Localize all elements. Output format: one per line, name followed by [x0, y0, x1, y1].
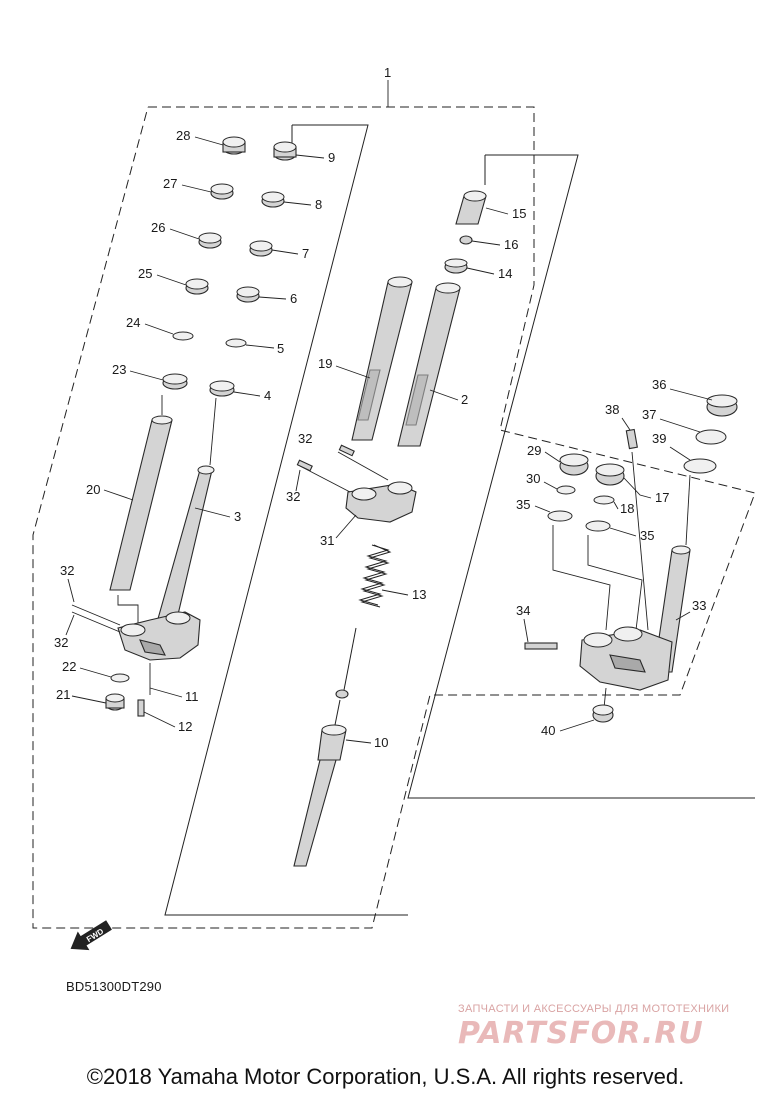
callout-36: 36 [652, 377, 666, 392]
callout-18: 18 [620, 501, 634, 516]
callout-32-left-upper: 32 [60, 563, 74, 578]
callout-15: 15 [512, 206, 526, 221]
left-inner-tubes [109, 395, 217, 641]
callout-40: 40 [541, 723, 555, 738]
callout-6: 6 [290, 291, 297, 306]
callout-9: 9 [328, 150, 335, 165]
callout-32-center-lower: 32 [286, 489, 300, 504]
callouts: 1 2 3 4 5 6 7 8 9 10 11 12 13 14 15 16 1… [54, 65, 713, 750]
damper-rod [293, 627, 357, 867]
assembly-boundaries [32, 80, 756, 929]
callout-24: 24 [126, 315, 140, 330]
watermark: ЗАПЧАСТИ И АКСЕССУАРЫ ДЛЯ МОТОТЕХНИКИ PA… [458, 1003, 758, 1051]
callout-38: 38 [605, 402, 619, 417]
callout-34: 34 [516, 603, 530, 618]
callout-32-left-lower: 32 [54, 635, 68, 650]
callout-25: 25 [138, 266, 152, 281]
center-outer-tubes [351, 276, 461, 447]
callout-17: 17 [655, 490, 669, 505]
callout-27: 27 [163, 176, 177, 191]
callout-20: 20 [86, 482, 100, 497]
callout-7: 7 [302, 246, 309, 261]
callout-1: 1 [384, 65, 391, 80]
callout-19: 19 [318, 356, 332, 371]
callout-10: 10 [374, 735, 388, 750]
steering-parts [524, 394, 738, 723]
watermark-tagline: ЗАПЧАСТИ И АКСЕССУАРЫ ДЛЯ МОТОТЕХНИКИ [458, 1003, 730, 1015]
watermark-brand: PARTSFOR.RU [458, 1016, 704, 1051]
callout-26: 26 [151, 220, 165, 235]
diagram-code: BD51300DT290 [66, 979, 162, 994]
callout-16: 16 [504, 237, 518, 252]
callout-37: 37 [642, 407, 656, 422]
center-clamp [296, 444, 417, 523]
callout-39: 39 [652, 431, 666, 446]
copyright-notice: ©2018 Yamaha Motor Corporation, U.S.A. A… [86, 1064, 685, 1089]
callout-13: 13 [412, 587, 426, 602]
callout-28: 28 [176, 128, 190, 143]
callout-35-right: 35 [640, 528, 654, 543]
callout-5: 5 [277, 341, 284, 356]
callout-2: 2 [461, 392, 468, 407]
callout-4: 4 [264, 388, 271, 403]
callout-21: 21 [56, 687, 70, 702]
callout-3: 3 [234, 509, 241, 524]
callout-31: 31 [320, 533, 334, 548]
callout-29: 29 [527, 443, 541, 458]
callout-8: 8 [315, 197, 322, 212]
callout-35-left: 35 [516, 497, 530, 512]
left-rings [162, 136, 297, 397]
fwd-arrow-icon: FWD [70, 920, 112, 951]
callout-14: 14 [498, 266, 512, 281]
top-right-parts [444, 190, 487, 274]
callout-12: 12 [178, 719, 192, 734]
callout-30: 30 [526, 471, 540, 486]
callout-32-center: 32 [298, 431, 312, 446]
spring [358, 544, 392, 608]
callout-33: 33 [692, 598, 706, 613]
left-lower-bracket [71, 604, 201, 717]
callout-22: 22 [62, 659, 76, 674]
callout-23: 23 [112, 362, 126, 377]
callout-11: 11 [185, 689, 199, 704]
